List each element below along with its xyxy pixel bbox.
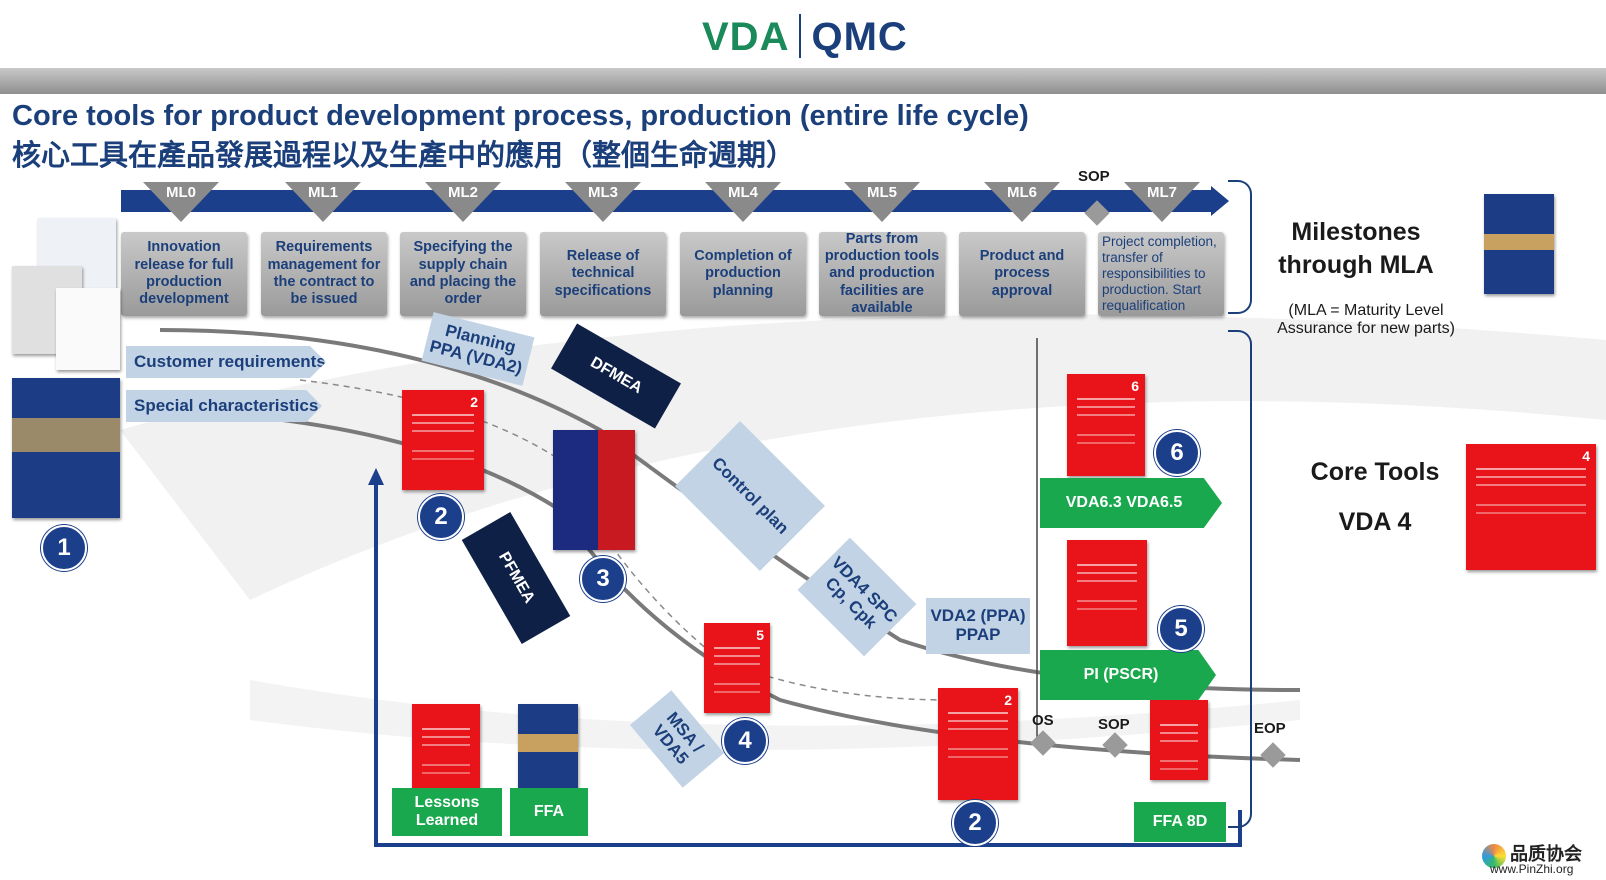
ffa-book — [518, 704, 578, 788]
ml4-label: ML4 — [728, 184, 758, 201]
step-circle-4: 4 — [722, 718, 768, 764]
ml5-description: Parts from production tools and producti… — [819, 231, 945, 316]
quality-management-book — [56, 288, 120, 370]
vda5-book: 5 — [704, 623, 770, 713]
ml7-description: Project completion, transfer of responsi… — [1098, 232, 1224, 316]
core-tools-title: Core Tools — [1310, 458, 1440, 486]
step-circle-5: 5 — [1158, 606, 1204, 652]
core-tools-bracket — [1228, 330, 1252, 828]
ml5-marker — [844, 182, 920, 222]
timeline-arrowhead — [1211, 186, 1229, 216]
ml6-marker — [984, 182, 1060, 222]
step-circle-1: 1 — [41, 525, 87, 571]
ml7-marker — [1124, 182, 1200, 222]
milestones-bracket — [1228, 180, 1252, 314]
os-label: OS — [1032, 712, 1054, 729]
special-characteristics-book — [12, 378, 120, 518]
mla-handbook-cover — [1484, 194, 1554, 294]
fmea-handbook-cover — [553, 430, 635, 550]
vda2-book-2: 2 — [938, 688, 1018, 800]
ml1-description: Requirements management for the contract… — [261, 232, 387, 316]
ml1-marker — [285, 182, 361, 222]
vda5-book-number: 5 — [756, 627, 764, 643]
ml5-label: ML5 — [867, 184, 897, 201]
ml3-marker — [565, 182, 641, 222]
ml1-label: ML1 — [308, 184, 338, 201]
ffa-8d-box: FFA 8D — [1134, 802, 1226, 842]
ml2-marker — [425, 182, 501, 222]
ml0-marker — [143, 182, 219, 222]
customer-requirements-arrow: Customer requirements — [126, 346, 326, 378]
watermark-cn: 品质协会 — [1510, 844, 1582, 865]
field-failure-book — [1150, 700, 1208, 780]
vda2-book-2-number: 2 — [1004, 692, 1012, 708]
step-circle-2: 2 — [418, 494, 464, 540]
vda2-book-1-number: 2 — [470, 394, 478, 410]
ml6-description: Product and process approval — [959, 232, 1085, 316]
page-title-cn: 核心工具在產品發展過程以及生產中的應用（整個生命週期） — [12, 138, 796, 172]
ml3-description: Release of technical specifications — [540, 232, 666, 316]
watermark-url: www.PinZhi.org — [1490, 862, 1574, 876]
special-characteristics-arrow: Special characteristics — [126, 390, 322, 422]
lessons-learned-box: Lessons Learned — [392, 788, 502, 836]
sop-bottom-label: SOP — [1098, 716, 1130, 733]
ml4-description: Completion of production planning — [680, 232, 806, 316]
ml2-label: ML2 — [448, 184, 478, 201]
vda4-book-cover: 4 — [1466, 444, 1596, 570]
milestone-timeline-bar — [121, 190, 1211, 212]
vda6-book-number: 6 — [1131, 378, 1139, 394]
ffa-box: FFA — [510, 788, 588, 836]
ml7-label: ML7 — [1147, 184, 1177, 201]
pinzhi-logo-icon — [1482, 844, 1506, 868]
eop-label: EOP — [1254, 720, 1286, 737]
logo-separator — [799, 14, 802, 58]
sop-top-label: SOP — [1078, 168, 1110, 185]
step-circle-6: 6 — [1154, 430, 1200, 476]
ml3-label: ML3 — [588, 184, 618, 201]
mla-definition-note: (MLA = Maturity Level Assurance for new … — [1277, 302, 1455, 338]
vda-qmc-logo: VDA QMC — [702, 14, 908, 60]
vda2-ppap-box: VDA2 (PPA) PPAP — [926, 598, 1030, 654]
lessons-learned-book — [412, 704, 480, 788]
ml2-description: Specifying the supply chain and placing … — [400, 232, 526, 316]
ml0-description: Innovation release for full production d… — [121, 232, 247, 316]
logo-qmc: QMC — [811, 15, 908, 59]
ml6-label: ML6 — [1007, 184, 1037, 201]
pi-pscr-arrow: PI (PSCR) — [1040, 650, 1216, 700]
vda4-title: VDA 4 — [1338, 508, 1412, 536]
vda63-vda65-arrow: VDA6.3 VDA6.5 — [1040, 478, 1222, 528]
vda6-book: 6 — [1067, 374, 1145, 476]
product-integrity-book — [1067, 540, 1147, 646]
milestones-through-mla-title: Milestones through MLA — [1278, 218, 1434, 279]
header-gray-bar — [0, 68, 1606, 94]
step-circle-2b: 2 — [952, 800, 998, 846]
logo-vda: VDA — [702, 15, 790, 59]
step-circle-3: 3 — [580, 556, 626, 602]
ml4-marker — [705, 182, 781, 222]
vda2-book-1: 2 — [402, 390, 484, 490]
vda4-book-number: 4 — [1582, 448, 1590, 464]
page-title-en: Core tools for product development proce… — [12, 100, 1029, 132]
ml0-label: ML0 — [166, 184, 196, 201]
